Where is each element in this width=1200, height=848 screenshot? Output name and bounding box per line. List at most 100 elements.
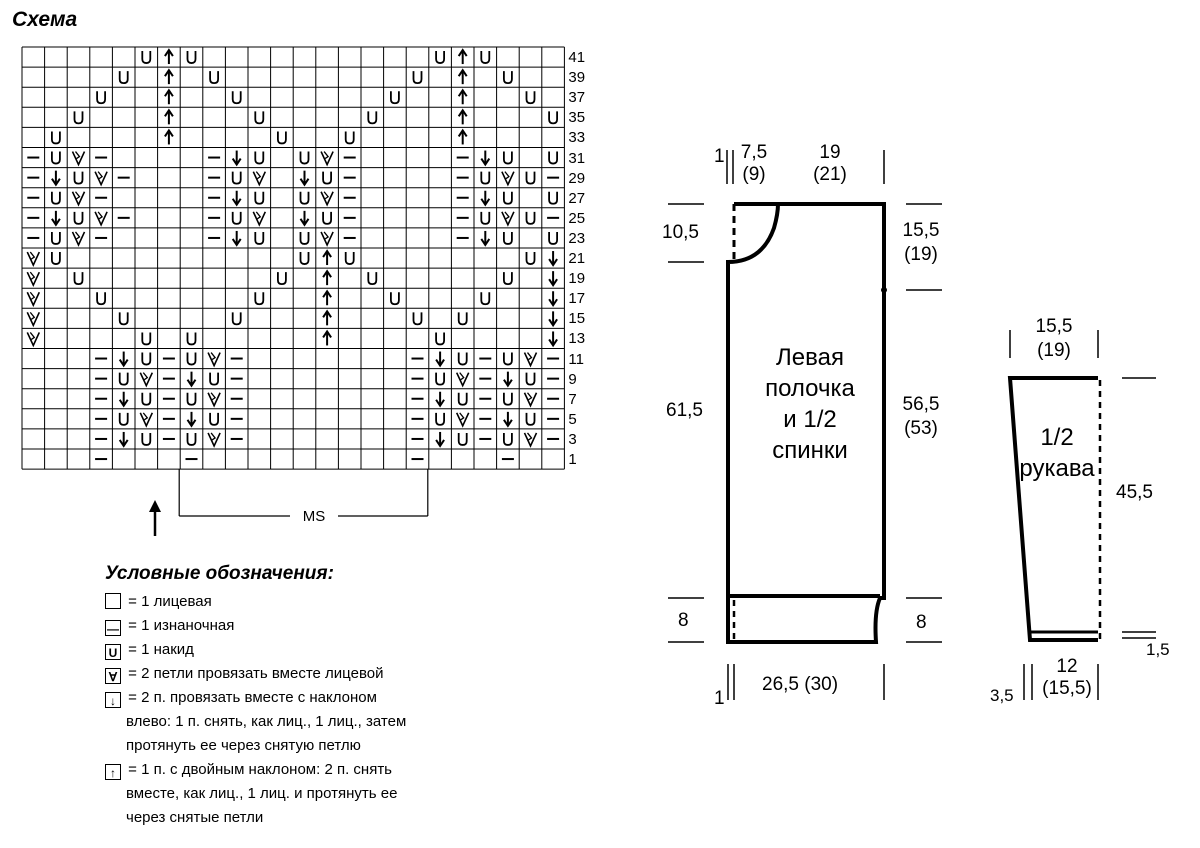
double-decrease-symbol xyxy=(457,48,468,65)
dim-top-small-a: 1 xyxy=(714,146,725,167)
yarn-over-symbol xyxy=(209,372,219,386)
double-decrease-symbol xyxy=(457,108,468,125)
row-number: 11 xyxy=(568,350,584,368)
ssk-symbol xyxy=(435,351,445,368)
yarn-over-symbol xyxy=(435,372,445,386)
row-number: 7 xyxy=(568,390,577,408)
yarn-over-symbol xyxy=(186,392,197,406)
double-decrease-symbol xyxy=(457,88,468,105)
yarn-over-symbol xyxy=(503,231,513,245)
yarn-over-symbol xyxy=(480,51,491,64)
k2tog-symbol xyxy=(94,211,108,227)
k2tog-symbol xyxy=(94,171,108,187)
yarn-over-symbol xyxy=(344,131,355,145)
double-decrease-symbol xyxy=(322,289,332,306)
yarn-over-symbol xyxy=(412,71,423,85)
k2tog-symbol xyxy=(207,392,221,408)
yarn-over-symbol xyxy=(186,352,197,366)
legend-ssk-cont-2: протянуть ее через снятую петлю xyxy=(126,737,361,754)
ssk-symbol xyxy=(435,431,445,448)
row-number: 15 xyxy=(568,310,586,328)
sleeve-label-line-2: рукава xyxy=(1019,455,1095,482)
yarn-over-symbol xyxy=(254,191,265,205)
ssk-symbol xyxy=(186,371,197,388)
sleeve-dim-top-b: (19) xyxy=(1037,340,1071,361)
yarn-over-symbol xyxy=(209,412,219,426)
row-number: 17 xyxy=(568,290,586,308)
yarn-over-symbol xyxy=(51,151,61,165)
yarn-over-symbol xyxy=(503,352,513,366)
yarn-over-symbol xyxy=(457,312,468,326)
yarn-over-symbol xyxy=(51,131,61,145)
double-decrease-symbol xyxy=(322,309,332,326)
row-number: 21 xyxy=(568,250,586,267)
dim-armhole-a: 15,5 xyxy=(902,220,940,241)
yarn-over-symbol xyxy=(503,272,513,286)
k2tog-symbol xyxy=(523,352,538,368)
sleeve-dim-bottom-b: (15,5) xyxy=(1042,678,1092,699)
k2tog-symbol xyxy=(26,251,41,267)
legend-symbol-ssk: ↓ xyxy=(105,692,121,708)
ssk-symbol xyxy=(51,210,61,227)
ssk-symbol xyxy=(435,391,445,408)
legend-text: = 1 лицевая xyxy=(124,593,212,610)
front-piece-outline xyxy=(726,202,886,644)
yarn-over-symbol xyxy=(51,231,61,245)
yarn-over-symbol xyxy=(96,292,106,306)
yarn-over-symbol xyxy=(231,91,242,105)
dim-right-b: (53) xyxy=(904,418,938,439)
ssk-symbol xyxy=(231,190,242,207)
sleeve-dimension-lines xyxy=(1009,330,1156,700)
ssk-symbol xyxy=(186,411,197,428)
front-label-line-1: Левая xyxy=(776,344,844,371)
row-number: 27 xyxy=(568,189,586,207)
k2tog-symbol xyxy=(523,392,538,408)
yarn-over-symbol xyxy=(525,372,536,386)
yarn-over-symbol xyxy=(503,151,513,165)
k2tog-symbol xyxy=(320,151,334,167)
k2tog-symbol xyxy=(26,332,41,348)
ssk-symbol xyxy=(480,190,491,207)
legend-cdd-cont-1: вместе, как лиц., 1 лиц. и протянуть ее xyxy=(126,785,398,802)
front-dimension-lines xyxy=(668,150,942,700)
sleeve-label: 1/2 рукава xyxy=(1012,422,1102,484)
sleeve-dim-bottom-a: 12 xyxy=(1056,656,1078,677)
legend-item: ↓ = 2 п. провязать вместе с наклоном xyxy=(105,688,377,708)
yarn-over-symbol xyxy=(299,231,310,245)
ssk-symbol xyxy=(548,251,558,267)
ssk-symbol xyxy=(118,391,129,408)
yarn-over-symbol xyxy=(186,432,197,446)
yarn-over-symbol xyxy=(480,211,491,225)
yarn-over-symbol xyxy=(209,71,219,85)
yarn-over-symbol xyxy=(299,151,310,165)
yarn-over-symbol xyxy=(141,432,152,446)
k2tog-symbol xyxy=(207,352,221,368)
legend-symbol-cdd: ↑ xyxy=(105,764,121,780)
ssk-symbol xyxy=(503,411,513,428)
front-label-line-3: и 1/2 xyxy=(783,406,837,433)
k2tog-symbol xyxy=(139,372,154,388)
legend-symbol-empty xyxy=(105,593,121,609)
legend-text: = 1 п. с двойным наклоном: 2 п. снять xyxy=(124,761,393,778)
yarn-over-symbol xyxy=(412,312,423,326)
front-label-line-2: полочка xyxy=(765,375,855,402)
k2tog-symbol xyxy=(71,191,86,207)
ms-label: MS xyxy=(303,508,326,525)
row-number: 37 xyxy=(568,89,586,107)
dim-top-small-b: 7,5 xyxy=(740,142,768,163)
yarn-over-symbol xyxy=(457,432,468,446)
yarn-over-symbol xyxy=(118,312,129,326)
yarn-over-symbol xyxy=(525,412,536,426)
dim-bottom: 26,5 (30) xyxy=(762,674,839,695)
yarn-over-symbol xyxy=(118,412,129,426)
yarn-over-symbol xyxy=(141,51,152,64)
double-decrease-symbol xyxy=(164,128,174,145)
ssk-symbol xyxy=(299,170,310,187)
dim-top-small-c: (9) xyxy=(742,164,766,185)
double-decrease-symbol xyxy=(164,108,174,125)
yarn-over-symbol xyxy=(51,191,61,205)
yarn-over-symbol xyxy=(141,352,152,366)
yarn-over-symbol xyxy=(435,412,445,426)
k2tog-symbol xyxy=(455,372,470,388)
